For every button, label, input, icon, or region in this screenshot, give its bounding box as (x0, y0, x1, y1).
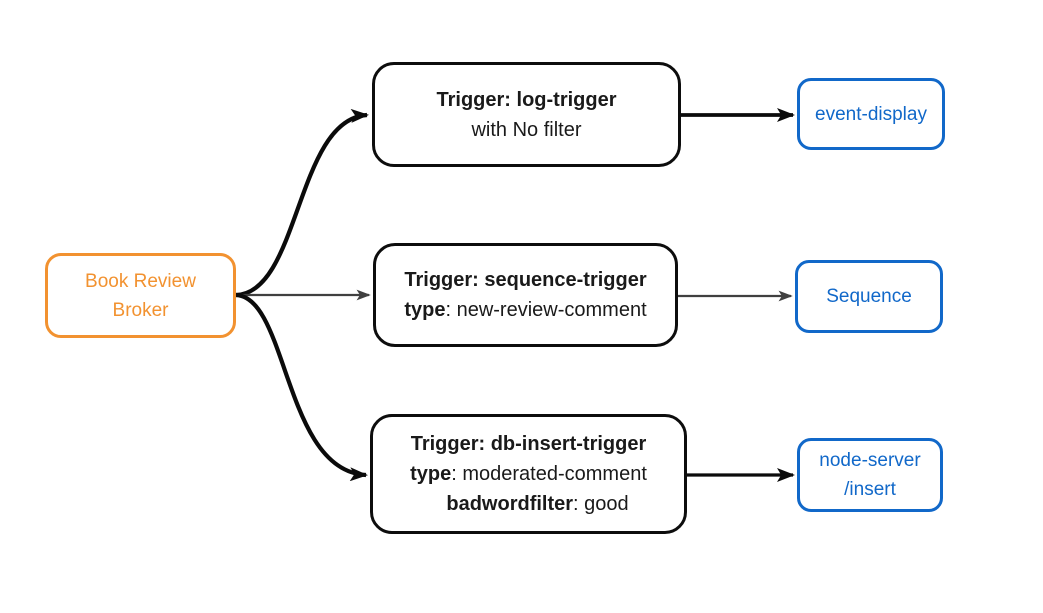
node-sink-sequence: Sequence (795, 260, 943, 333)
trigger-title: Trigger: log-trigger (437, 85, 617, 115)
trigger-detail-key: type (404, 299, 446, 321)
trigger-detail: type: moderated-comment (410, 459, 647, 489)
trigger-detail-value: : moderated-comment (451, 463, 647, 485)
trigger-title: Trigger: sequence-trigger (404, 265, 646, 295)
broker-label-line2: Broker (112, 299, 169, 321)
sink-label: event-display (815, 103, 927, 125)
trigger-title-text: Trigger: log-trigger (436, 88, 617, 111)
trigger-detail: type: new-review-comment (404, 295, 646, 325)
trigger-detail: with No filter (471, 118, 582, 141)
edge-broker-to-db-insert-trigger (235, 292, 368, 482)
trigger-detail-key: type (410, 463, 452, 485)
trigger-title-text: Trigger: db-insert-trigger (410, 433, 647, 455)
trigger-filter-value: : good (573, 493, 629, 515)
trigger-filter-key: badwordfilter (446, 493, 574, 515)
node-sink-event-display: event-display (797, 78, 945, 150)
node-trigger-sequence: Trigger: sequence-trigger type: new-revi… (373, 243, 678, 347)
broker-label-line1: Book Review (85, 270, 196, 292)
node-sink-node-server-insert: node-server /insert (797, 438, 943, 512)
node-book-review-broker: Book Review Broker (45, 253, 236, 338)
sink-label: Sequence (826, 286, 912, 307)
sink-label-line2: /insert (844, 479, 896, 500)
trigger-title: Trigger: db-insert-trigger (411, 429, 647, 459)
node-trigger-log: Trigger: log-trigger with No filter (372, 62, 681, 167)
trigger-filter: badwordfilter: good (446, 489, 628, 519)
node-trigger-db-insert: Trigger: db-insert-trigger type: moderat… (370, 414, 687, 534)
trigger-detail-value: : new-review-comment (445, 299, 647, 321)
edge-broker-to-log-trigger (235, 108, 369, 298)
sink-label-line1: node-server (819, 450, 921, 471)
trigger-title-text: Trigger: sequence-trigger (404, 269, 647, 291)
